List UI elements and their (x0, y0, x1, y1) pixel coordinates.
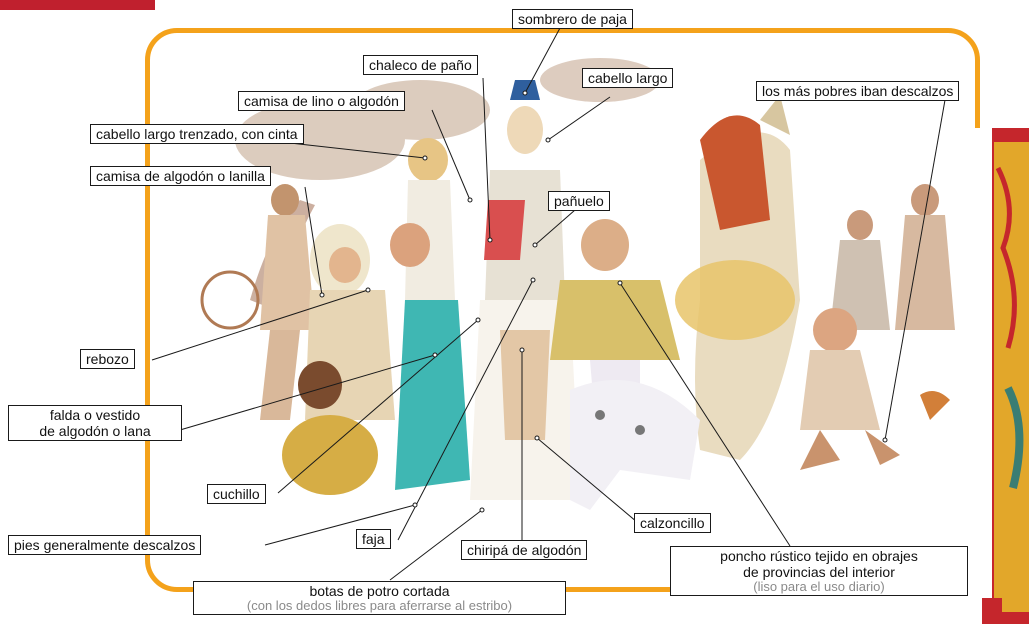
label-rebozo: rebozo (80, 349, 135, 369)
label-chaleco: chaleco de paño (363, 55, 478, 75)
label-poncho-note: (liso para el uso diario) (753, 579, 885, 594)
label-botas-line1: botas de potro cortada (309, 583, 450, 599)
label-camisa-lino: camisa de lino o algodón (238, 91, 405, 111)
label-poncho-line2: de provincias del interior (743, 564, 895, 580)
figure-running-boy (800, 308, 950, 470)
leader-cuchillo (277, 319, 479, 494)
figure-seated-child (282, 361, 378, 495)
label-chiripa: chiripá de algodón (461, 540, 588, 560)
label-panuelo: pañuelo (548, 191, 610, 211)
leader-pies (264, 504, 416, 546)
label-calzoncillo: calzoncillo (634, 513, 711, 533)
label-camisa-algodon: camisa de algodón o lanilla (90, 166, 271, 186)
label-cuchillo: cuchillo (207, 484, 266, 504)
label-falda-line2: de algodón o lana (39, 423, 151, 439)
corner-tab (0, 0, 155, 10)
leader-panuelo (534, 209, 576, 246)
leader-faja (397, 279, 534, 541)
figure-woman-teal (390, 138, 470, 490)
leader-cabello-largo (547, 96, 611, 141)
label-pobres: los más pobres iban descalzos (756, 81, 960, 101)
label-poncho-line1: poncho rústico tejido en obrajes (720, 548, 918, 564)
background-women (830, 184, 955, 330)
label-faja: faja (356, 529, 391, 549)
label-cabello-trenzado: cabello largo trenzado, con cinta (90, 124, 304, 144)
dog (570, 380, 700, 510)
leader-botas (389, 509, 483, 581)
leader-poncho (619, 282, 791, 547)
leader-camisa-algodon (304, 186, 323, 296)
leader-camisa-lino (431, 109, 471, 201)
label-botas-note: (con los dedos libres para aferrarse al … (246, 598, 513, 613)
label-sombrero: sombrero de paja (512, 9, 633, 29)
leader-rebozo (151, 289, 369, 361)
label-cabello-largo: cabello largo (582, 68, 674, 88)
decorative-panel (968, 128, 1029, 624)
leader-sombrero (524, 27, 561, 94)
label-botas: botas de potro cortada (con los dedos li… (193, 581, 566, 615)
leader-falda (179, 354, 436, 431)
label-poncho: poncho rústico tejido en obrajes de prov… (670, 546, 968, 596)
horse (675, 95, 800, 460)
label-pies: pies generalmente descalzos (8, 535, 202, 555)
label-falda: falda o vestido de algodón o lana (8, 405, 182, 441)
leader-pobres (884, 99, 946, 441)
leader-calzoncillo (536, 437, 638, 523)
label-falda-line1: falda o vestido (49, 407, 141, 423)
leader-chaleco (482, 77, 491, 241)
leader-cabello-trenzado (289, 142, 426, 159)
